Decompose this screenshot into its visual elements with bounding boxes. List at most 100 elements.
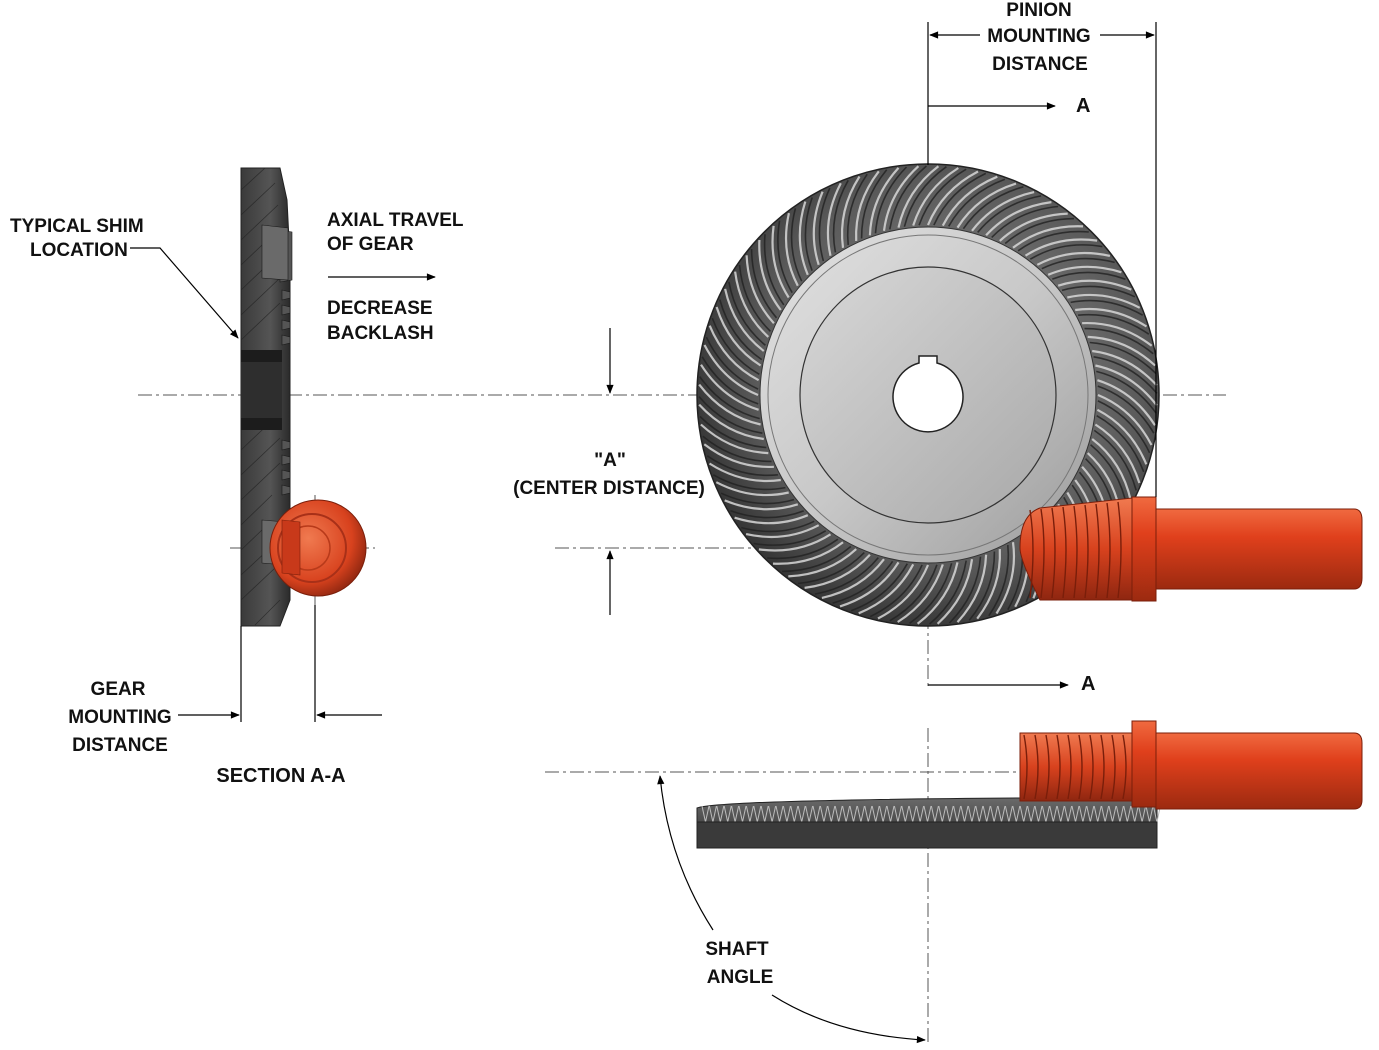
- gear-tooth: [855, 170, 880, 241]
- gear-tooth-shadow: [706, 455, 778, 477]
- gear-mounting-label-line3: DISTANCE: [72, 735, 168, 756]
- pinion-top-view: [1019, 496, 1363, 602]
- gear-tooth: [1097, 379, 1156, 426]
- gear-tooth: [912, 167, 959, 226]
- gear-tooth-shadow: [869, 564, 923, 618]
- gear-tooth: [897, 165, 940, 228]
- gear-tooth-shadow: [767, 538, 839, 560]
- pinion-thread: [1056, 734, 1061, 800]
- decrease-backlash-label-line2: BACKLASH: [327, 323, 434, 344]
- gear-tooth-shadow: [1070, 299, 1144, 316]
- gear-tooth-shadow: [698, 396, 763, 434]
- gear-tooth-shadow: [850, 563, 908, 612]
- gear-tooth: [798, 201, 809, 276]
- gear-tooth: [812, 191, 824, 266]
- pinion-thread: [1089, 734, 1094, 800]
- gear-tooth-shadow: [705, 336, 759, 390]
- gear-tooth-shadow: [1097, 385, 1155, 434]
- gear-tooth: [758, 533, 832, 552]
- gear-tooth: [1094, 423, 1141, 484]
- pinion-bottom-view: [1019, 720, 1363, 810]
- gear-tooth-shadow: [948, 556, 982, 624]
- gear-tooth-shadow: [933, 172, 987, 226]
- gear-tooth: [724, 499, 799, 511]
- gear-tooth-shadow: [889, 165, 927, 230]
- gear-tooth-shadow: [1029, 244, 1103, 260]
- gear-tooth: [698, 383, 761, 426]
- center-distance-label: (CENTER DISTANCE): [513, 478, 705, 499]
- gear-tooth: [985, 201, 1052, 237]
- gear-tooth: [708, 462, 781, 483]
- gear-tooth: [1036, 251, 1111, 266]
- gear-tooth-shadow: [1052, 271, 1126, 280]
- gear-tooth: [734, 271, 770, 338]
- gear-tooth: [715, 481, 789, 497]
- gear-tooth: [703, 344, 759, 397]
- pinion-thread: [1106, 502, 1111, 599]
- gear-tooth: [926, 170, 979, 226]
- gear-tooth: [703, 443, 774, 468]
- gear-tooth-shadow: [699, 376, 760, 420]
- gear-tooth-shadow: [781, 545, 852, 573]
- gear-tooth: [745, 255, 775, 324]
- gear-tooth: [1075, 307, 1148, 328]
- gear-tooth-shadow: [750, 248, 778, 319]
- gear-tooth-shadow: [790, 208, 803, 282]
- gear-tooth-shadow: [874, 166, 908, 234]
- pinion-thread: [1117, 501, 1122, 599]
- gear-tooth: [839, 561, 900, 608]
- gear-tooth-shadow: [797, 552, 865, 585]
- pinion-thread: [1073, 505, 1078, 599]
- pinion-shaft: [1155, 508, 1363, 590]
- gear-tooth: [1092, 349, 1158, 387]
- pinion-thread: [1062, 506, 1067, 599]
- gear-tooth-shadow: [991, 205, 1059, 238]
- gear-tooth-shadow: [1093, 356, 1158, 394]
- section-marker-top: A: [1076, 95, 1091, 117]
- gear-tooth: [1097, 393, 1153, 446]
- gear-tooth: [1082, 322, 1153, 347]
- pinion-mounting-label-line3: DISTANCE: [992, 54, 1088, 75]
- shaft-angle-label-line2: ANGLE: [706, 967, 774, 988]
- gear-tooth: [772, 541, 844, 565]
- gear-tooth: [715, 306, 762, 367]
- gear-tooth: [708, 325, 760, 382]
- gear-tooth-shadow: [846, 173, 868, 245]
- gear-tooth-shadow: [1017, 230, 1089, 252]
- gear-tooth-shadow: [977, 195, 1042, 233]
- typical-shim-label-line1: TYPICAL SHIM: [10, 216, 144, 237]
- gear-tooth-shadow: [702, 435, 772, 463]
- gear-tooth: [897, 564, 944, 623]
- gear-tooth-shadow: [730, 510, 804, 519]
- gear-tooth: [868, 167, 900, 236]
- pinion-thread: [1067, 734, 1072, 800]
- shaft-angle-label-line1: SHAFT: [705, 939, 769, 960]
- gear-tooth: [1057, 279, 1132, 291]
- pinion-thread: [1100, 734, 1105, 800]
- gear-tooth: [1067, 293, 1141, 309]
- pinion-thread: [1111, 734, 1116, 800]
- gear-tooth-shadow: [711, 317, 760, 375]
- gear-tooth: [821, 558, 885, 599]
- gear-top-view: [696, 163, 1160, 627]
- pinion-end-view: [269, 499, 367, 597]
- gear-tooth: [771, 225, 790, 299]
- gear-tooth-shadow: [1093, 429, 1137, 491]
- gear-tooth: [941, 175, 998, 227]
- gear-tooth: [1095, 364, 1158, 407]
- shim-leader: [130, 247, 239, 339]
- gear-tooth-shadow: [948, 178, 1006, 227]
- gear-tooth-shadow: [988, 545, 1010, 617]
- pinion-mounting-label-line1: PINION: [1006, 0, 1072, 21]
- gear-tooth: [734, 514, 809, 525]
- gear-tooth-shadow: [1097, 400, 1151, 454]
- pinion-thread: [1045, 734, 1050, 800]
- dimension-lines: [130, 22, 1157, 1044]
- pinion-thread: [1078, 734, 1083, 800]
- gear-tooth: [788, 548, 857, 578]
- gear-tooth: [700, 364, 759, 411]
- gear-tooth-shadow: [701, 356, 759, 405]
- gear-tooth-shadow: [719, 299, 763, 361]
- gear-tooth: [745, 524, 820, 539]
